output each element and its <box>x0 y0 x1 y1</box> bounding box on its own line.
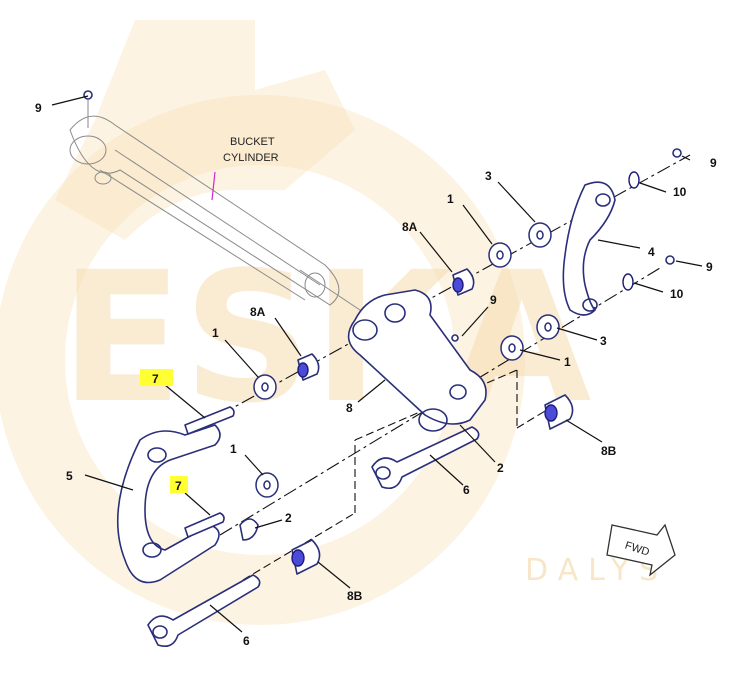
callout-9-c: 9 <box>706 260 713 274</box>
small-hardware <box>83 90 682 541</box>
callout-9-a: 9 <box>35 101 42 115</box>
callout-6-b: 6 <box>243 634 250 648</box>
highlight-7-upper <box>140 369 173 386</box>
callout-3-a: 3 <box>485 169 492 183</box>
callout-1-b: 1 <box>564 355 571 369</box>
callouts: BUCKET CYLINDER 9 3 1 8A 9 10 4 9 10 9 3… <box>35 101 717 648</box>
callout-2-b: 2 <box>285 511 292 525</box>
callout-4: 4 <box>648 245 655 259</box>
callout-9-b: 9 <box>710 156 717 170</box>
forward-arrow: FWD <box>606 523 676 577</box>
leader-lines <box>51 95 703 633</box>
highlight-7-lower <box>170 476 188 493</box>
callout-7-upper: 7 <box>152 372 159 386</box>
callout-6-a: 6 <box>463 483 470 497</box>
cylinder-label: CYLINDER <box>223 152 279 164</box>
callout-8b-b: 8B <box>347 589 363 603</box>
pin-part-7-upper <box>184 406 235 435</box>
watermark: ESKA DALYS <box>0 20 658 625</box>
callout-10-b: 10 <box>670 287 684 301</box>
washers <box>253 222 560 498</box>
callout-9-d: 9 <box>490 293 497 307</box>
callout-7-lower: 7 <box>175 479 182 493</box>
pin-part-7-lower <box>184 512 225 538</box>
callout-1-c: 1 <box>212 326 219 340</box>
pin-part-6-upper <box>371 426 480 490</box>
callout-5: 5 <box>66 469 73 483</box>
bushings <box>291 268 574 575</box>
callout-8: 8 <box>346 401 353 415</box>
watermark-letters: ESKA <box>60 234 591 443</box>
callout-1-a: 1 <box>447 192 454 206</box>
bucket-label: BUCKET <box>230 136 275 148</box>
callout-10-a: 10 <box>673 185 687 199</box>
callout-2-a: 2 <box>497 461 504 475</box>
callout-3-b: 3 <box>600 334 607 348</box>
bracket-part-5 <box>116 424 221 584</box>
link-part-8 <box>347 289 487 425</box>
callout-1-d: 1 <box>230 442 237 456</box>
pin-part-6-lower <box>147 574 261 648</box>
callout-8a-a: 8A <box>402 220 418 234</box>
callout-8a-b: 8A <box>250 305 266 319</box>
lever-part-4 <box>562 181 616 316</box>
callout-8b-a: 8B <box>601 444 617 458</box>
